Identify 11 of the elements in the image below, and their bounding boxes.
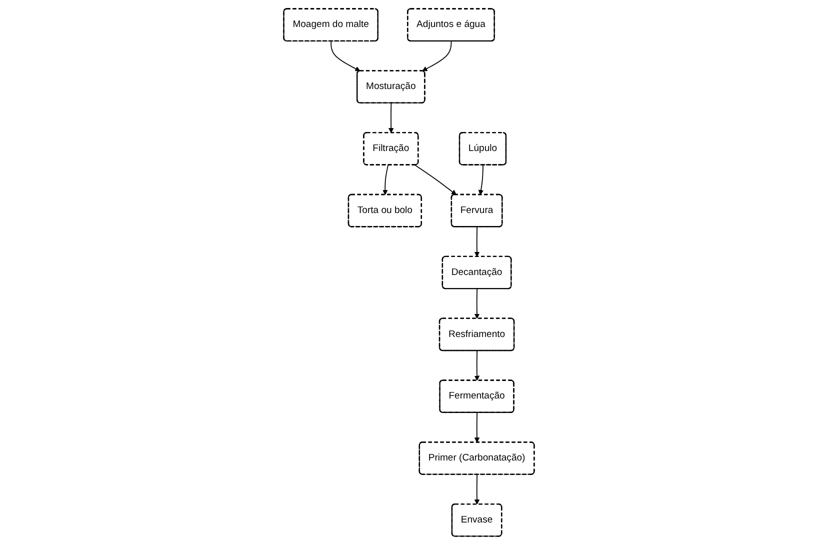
arrow <box>474 226 480 257</box>
arrow <box>422 40 452 72</box>
arrow <box>474 288 480 319</box>
arrow <box>478 164 484 196</box>
arrow <box>474 350 480 381</box>
arrow <box>474 412 480 443</box>
arrow <box>474 474 480 505</box>
arrow <box>330 40 360 72</box>
arrow <box>388 102 394 134</box>
arrow <box>382 164 389 196</box>
arrow <box>414 164 457 196</box>
